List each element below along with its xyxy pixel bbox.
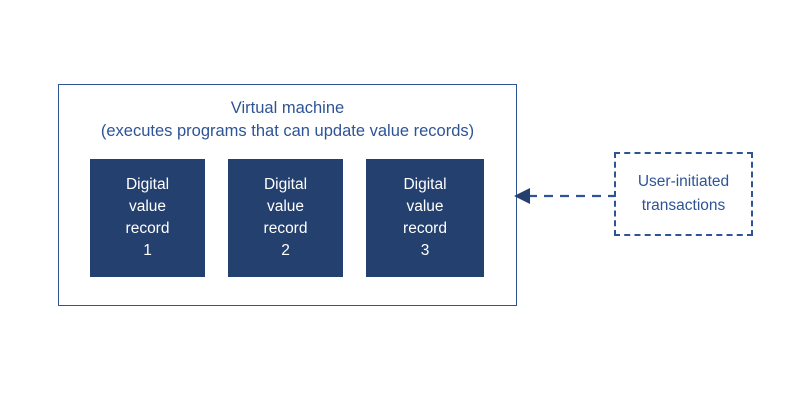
- virtual-machine-title-line2: (executes programs that can update value…: [100, 122, 475, 140]
- transactions-connector: [510, 178, 620, 214]
- record-1-number: 1: [143, 242, 152, 259]
- dashed-arrow-icon: [514, 188, 617, 204]
- record-2-line2: value: [266, 198, 305, 215]
- digital-value-record-box-1: Digital value record 1: [90, 159, 205, 277]
- transactions-line1: User-initiated: [637, 173, 730, 190]
- record-3-line2: value: [406, 198, 444, 215]
- user-initiated-transactions-box: User-initiated transactions: [614, 152, 753, 236]
- transactions-line2: transactions: [641, 197, 726, 214]
- record-3-number: 3: [420, 242, 430, 259]
- record-3-line1: Digital: [403, 176, 447, 193]
- record-2-number: 2: [281, 242, 290, 259]
- virtual-machine-title: Virtual machine (executes programs that …: [59, 97, 516, 143]
- virtual-machine-container: Virtual machine (executes programs that …: [58, 84, 517, 306]
- record-2-line1: Digital: [263, 176, 308, 193]
- record-1-line1: Digital: [125, 176, 170, 193]
- record-1-line3: record: [125, 220, 170, 237]
- record-3-line3: record: [403, 220, 447, 237]
- digital-value-record-row: Digital value record 1 Digital value rec…: [90, 159, 484, 277]
- digital-value-record-box-3: Digital value record 3: [366, 159, 484, 277]
- record-2-line3: record: [263, 220, 308, 237]
- record-1-line2: value: [128, 198, 167, 215]
- digital-value-record-box-2: Digital value record 2: [228, 159, 343, 277]
- virtual-machine-title-line1: Virtual machine: [230, 99, 345, 117]
